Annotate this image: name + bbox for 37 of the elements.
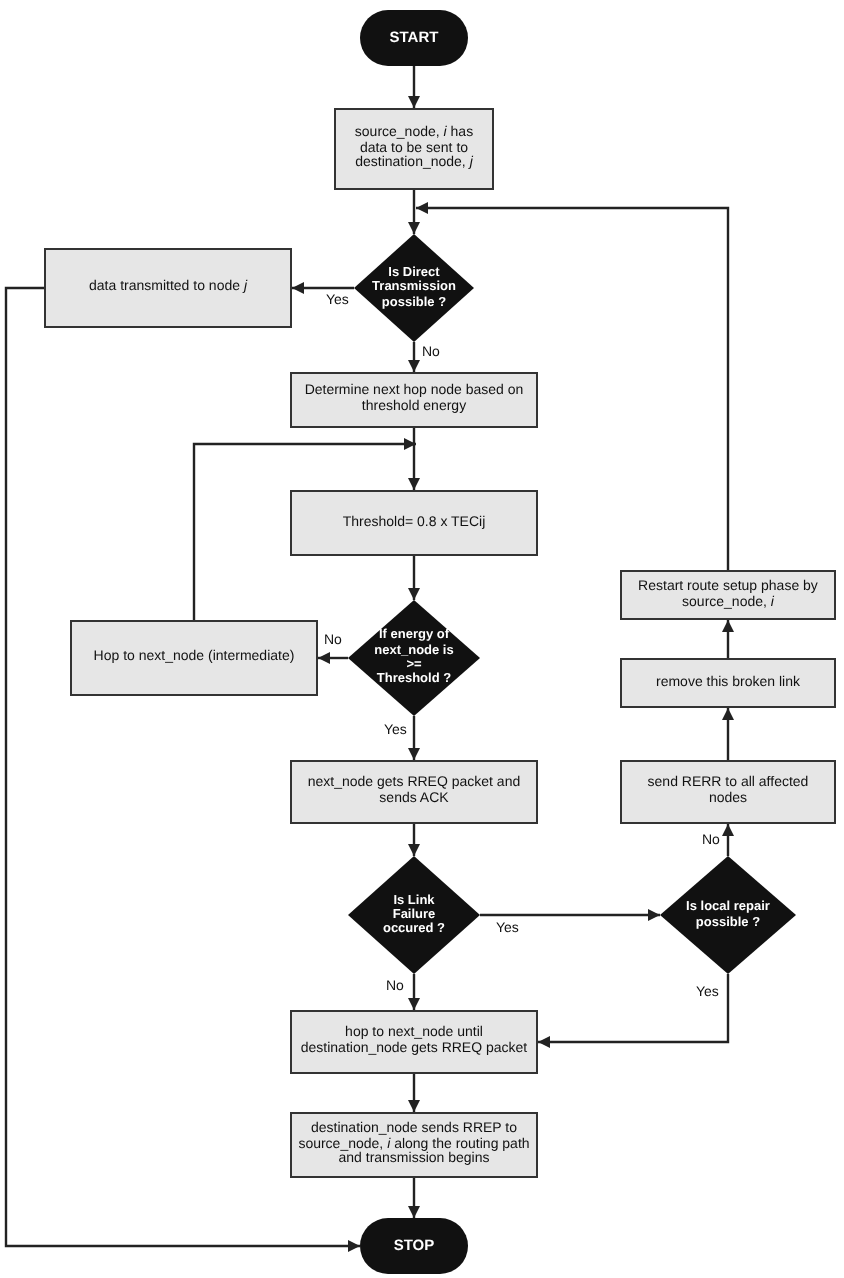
flow-arrow [416,202,730,570]
decision-diamond [660,856,796,974]
process-box [44,248,292,328]
process-box [290,1112,538,1178]
flow-arrow [408,824,420,856]
decision-diamond [348,600,480,716]
terminal-pill [360,1218,468,1274]
flow-arrow [722,708,734,760]
process-box [334,108,494,190]
flow-arrow [408,1178,420,1218]
flow-arrow [292,282,354,294]
process-box [290,490,538,556]
flow-arrow [408,716,420,760]
flow-arrow [408,1074,420,1112]
flow-arrow [192,438,416,620]
process-box [620,570,836,620]
process-box [290,760,538,824]
flow-arrow [408,428,420,490]
flow-arrow [408,66,420,108]
flow-arrow [408,556,420,600]
process-box [290,372,538,428]
flow-arrow [408,190,420,234]
flow-arrow [408,342,420,372]
flow-arrow [318,652,348,664]
decision-diamond [348,856,480,974]
flow-arrow [4,286,360,1252]
terminal-pill [360,10,468,66]
flow-arrow [538,974,730,1048]
process-box [620,760,836,824]
decision-diamond [354,234,474,342]
process-box [290,1010,538,1074]
flow-arrow [722,824,734,856]
flow-arrow [480,909,660,921]
process-box [620,658,836,708]
flow-arrow [408,974,420,1010]
process-box [70,620,318,696]
flow-arrow [722,620,734,658]
